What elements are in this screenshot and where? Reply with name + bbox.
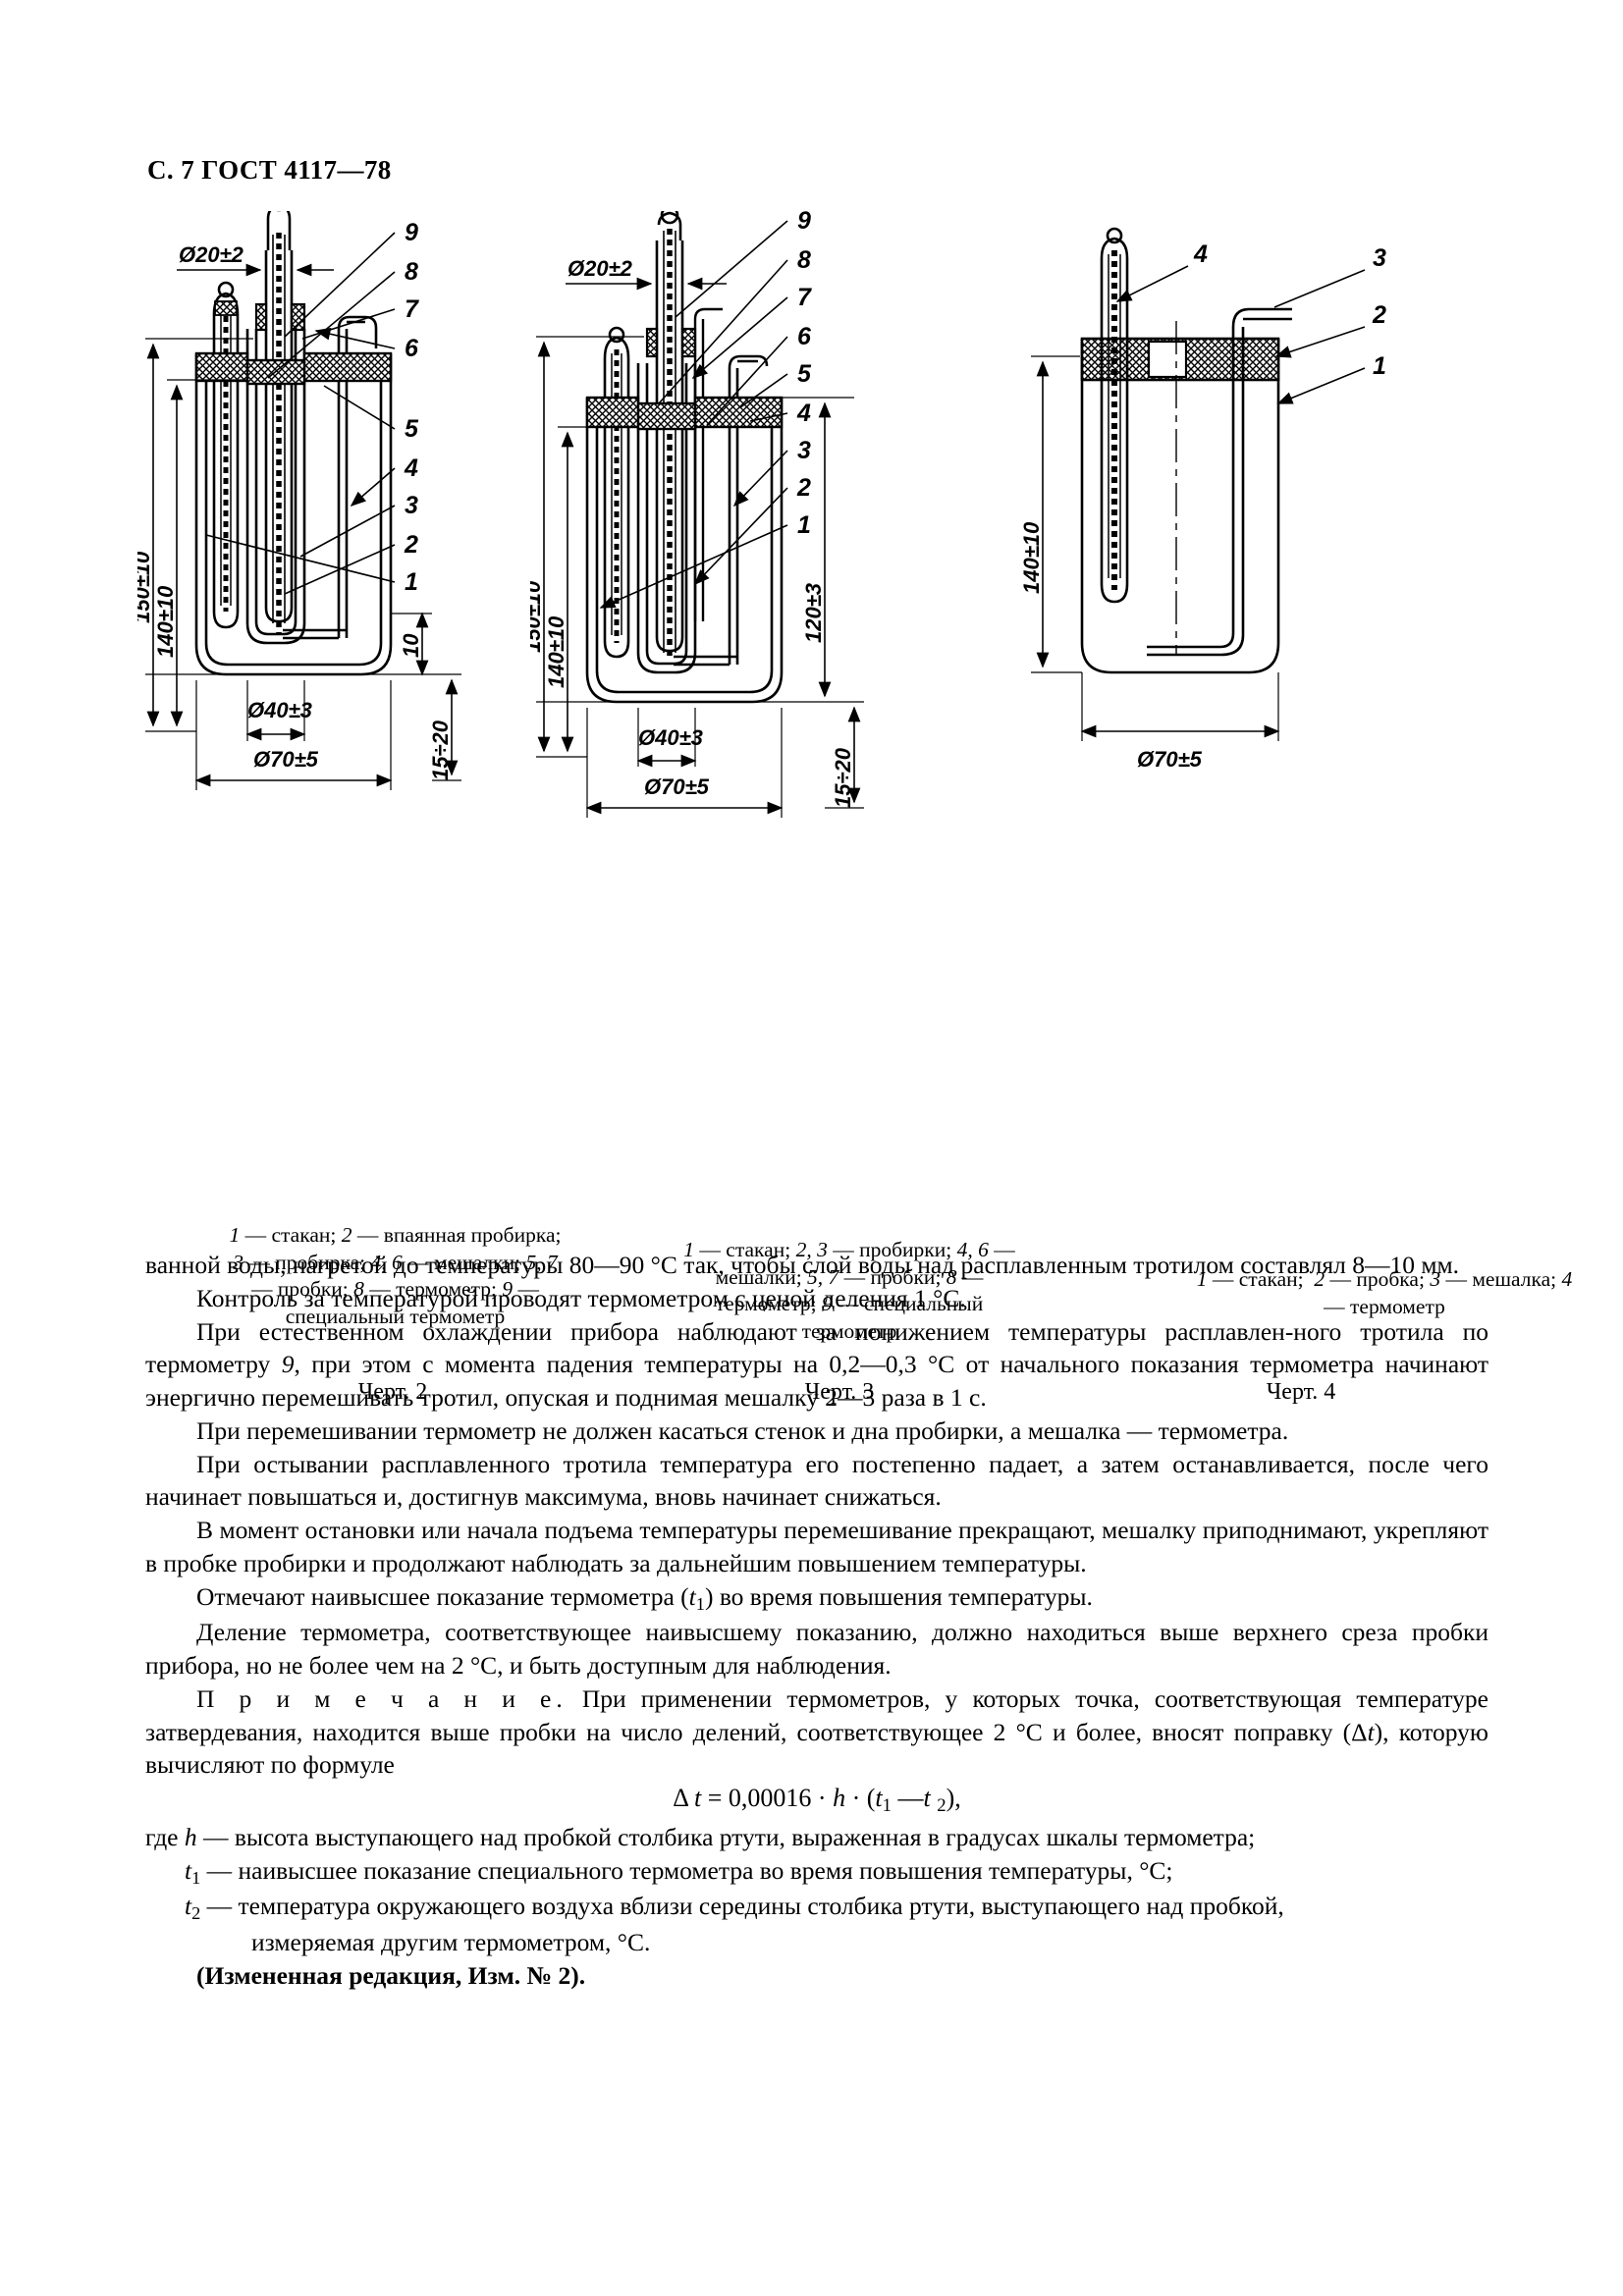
- where-t1-variable: t: [185, 1855, 192, 1885]
- leader-label-6: 6: [405, 335, 419, 362]
- paragraph-1-line-1: ванной воды, нагретой до температуры 80—…: [145, 1251, 1234, 1279]
- dimension-height-140: 140±10: [153, 585, 178, 658]
- dimension-diameter-40: Ø40±3: [638, 725, 703, 750]
- leader-label-4: 4: [796, 400, 811, 427]
- leader-label-3: 3: [1373, 244, 1386, 272]
- page-header: С. 7 ГОСТ 4117—78: [147, 155, 392, 185]
- where-definitions: где h — высота выступающего над пробкой …: [145, 1821, 1488, 1958]
- leader-label-1: 1: [405, 568, 418, 596]
- where-t2-continuation: измеряемая другим термометром, °С.: [251, 1927, 651, 1956]
- paragraph-8: Деление термометра, соответствующее наив…: [145, 1618, 1488, 1681]
- paragraph-4: При перемешивании термометр не должен ка…: [196, 1415, 1289, 1445]
- figure-4-drawing: 4 3 2 1 140±10 Ø70±5: [992, 211, 1502, 996]
- paragraph-3: При естественном охлаждении прибора набл…: [145, 1315, 1488, 1415]
- figure-2-caption: 1 — стакан; 2 — впаянная пробирка; 3 — п…: [229, 1223, 562, 1328]
- paragraph-7: Отмечают наивысшее показание термометра …: [145, 1580, 1488, 1616]
- figure-3-caption: 1 — стакан; 2, 3 — пробирки; 4, 6 — меша…: [683, 1238, 1015, 1343]
- leader-label-3: 3: [405, 492, 418, 519]
- figure-4-caption: 1 — стакан; 2 — пробка; 3 — мешалка; 4 —…: [1196, 1267, 1573, 1318]
- figure-2-number: Черт. 2: [357, 1379, 428, 1405]
- paragraph-1-line-2: составлял 8—10 мм.: [1240, 1251, 1460, 1279]
- leader-label-5: 5: [797, 360, 812, 388]
- figures-band: 9 8 7 6 5 4 3 2 1 Ø20±2 Ø40±3 Ø70±5 150±…: [108, 211, 1572, 1405]
- figure-2-drawing: 9 8 7 6 5 4 3 2 1 Ø20±2 Ø40±3 Ø70±5 150±…: [137, 211, 530, 996]
- figure-3-number: Черт. 3: [804, 1379, 875, 1405]
- formula: Δ t = 0,00016 · h · (t1 —t 2),: [673, 1784, 961, 1817]
- dimension-diameter-40: Ø40±3: [247, 698, 312, 722]
- where-word: где: [145, 1823, 185, 1852]
- leader-label-8: 8: [797, 246, 811, 274]
- paragraph-7-subscript: 1: [695, 1593, 705, 1614]
- leader-label-1: 1: [1373, 352, 1386, 380]
- where-h-text: — высота выступающего над пробкой столби…: [196, 1823, 1256, 1852]
- leader-label-9: 9: [797, 211, 811, 235]
- leader-label-4: 4: [1193, 240, 1208, 268]
- figure-4-number: Черт. 4: [1266, 1379, 1336, 1405]
- leader-label-7: 7: [797, 284, 812, 311]
- dimension-height-140: 140±10: [544, 615, 568, 688]
- dimension-diameter-70: Ø70±5: [253, 747, 319, 772]
- paragraph-1: ванной воды, нагретой до температуры 80—…: [145, 1249, 1488, 1282]
- where-t1-text: — наивысшее показание специального термо…: [200, 1855, 1173, 1885]
- dimension-height-140: 140±10: [1019, 521, 1044, 594]
- dimension-diameter-20: Ø20±2: [179, 242, 244, 267]
- leader-label-7: 7: [405, 295, 419, 323]
- leader-label-2: 2: [1372, 301, 1386, 329]
- leader-label-8: 8: [405, 258, 418, 286]
- note-paragraph: П р и м е ч а н и е. При применении терм…: [145, 1682, 1488, 1782]
- paragraph-3-part-b: , при этом с момента падения температуры…: [145, 1350, 1488, 1413]
- dimension-height-120: 120±3: [801, 583, 826, 643]
- leader-label-3: 3: [797, 437, 811, 464]
- figure-3-drawing: 9 8 7 6 5 4 3 2 1 Ø20±2 Ø40±3 Ø70±5 150±…: [530, 211, 943, 996]
- where-h: где h — высота выступающего над пробкой …: [145, 1821, 1488, 1854]
- note-label: П р и м е ч а н и е.: [196, 1683, 568, 1713]
- leader-label-2: 2: [796, 474, 811, 502]
- leader-label-6: 6: [797, 323, 812, 350]
- revision-note: (Измененная редакция, Изм. № 2).: [196, 1960, 586, 1990]
- note-text-b: ), которую вычисляют по формуле: [145, 1717, 1488, 1780]
- paragraph-5: При остывании расплавленного тротила тем…: [145, 1449, 1488, 1512]
- dimension-height-15-20: 15÷20: [831, 747, 855, 808]
- dimension-diameter-20: Ø20±2: [568, 256, 633, 281]
- leader-label-5: 5: [405, 415, 419, 443]
- dimension-height-10: 10: [399, 633, 423, 658]
- where-t2: t2 — температура окружающего воздуха вбл…: [145, 1890, 1488, 1925]
- leader-label-4: 4: [404, 454, 418, 482]
- note-text-a: При применении термометров, у которых то…: [145, 1683, 1488, 1746]
- dimension-diameter-70: Ø70±5: [644, 774, 710, 799]
- dimension-height-150: 150±10: [137, 551, 154, 623]
- dimension-diameter-70: Ø70±5: [1137, 747, 1203, 772]
- where-t2-subscript: 2: [191, 1903, 201, 1924]
- paragraph-7-part-a: Отмечают наивысшее показание термометра …: [196, 1581, 689, 1611]
- paragraph-7-part-b: ) во время повышения температуры.: [704, 1581, 1093, 1611]
- paragraph-6: В момент остановки или начала подъема те…: [145, 1516, 1488, 1578]
- where-h-variable: h: [184, 1823, 197, 1852]
- leader-label-2: 2: [404, 531, 418, 559]
- dimension-height-15-20: 15÷20: [428, 720, 453, 780]
- note-italic-variable: t: [1367, 1717, 1375, 1746]
- paragraph-7-variable: t: [688, 1581, 696, 1611]
- paragraph-3-part-a: При естественном охлаждении прибора набл…: [145, 1316, 1488, 1379]
- where-t1-subscript: 1: [191, 1868, 201, 1889]
- where-t2-variable: t: [185, 1892, 192, 1921]
- where-t1: t1 — наивысшее показание специального те…: [145, 1854, 1488, 1890]
- leader-label-9: 9: [405, 219, 418, 246]
- body-text: ванной воды, нагретой до температуры 80—…: [145, 1249, 1488, 1992]
- paragraph-3-italic-ref: 9: [281, 1350, 295, 1379]
- dimension-height-150: 150±10: [530, 580, 545, 653]
- paragraph-2: Контроль за температурой проводят термом…: [196, 1283, 966, 1312]
- leader-label-1: 1: [797, 511, 811, 539]
- where-t2-text: — температура окружающего воздуха вблизи…: [200, 1892, 1284, 1921]
